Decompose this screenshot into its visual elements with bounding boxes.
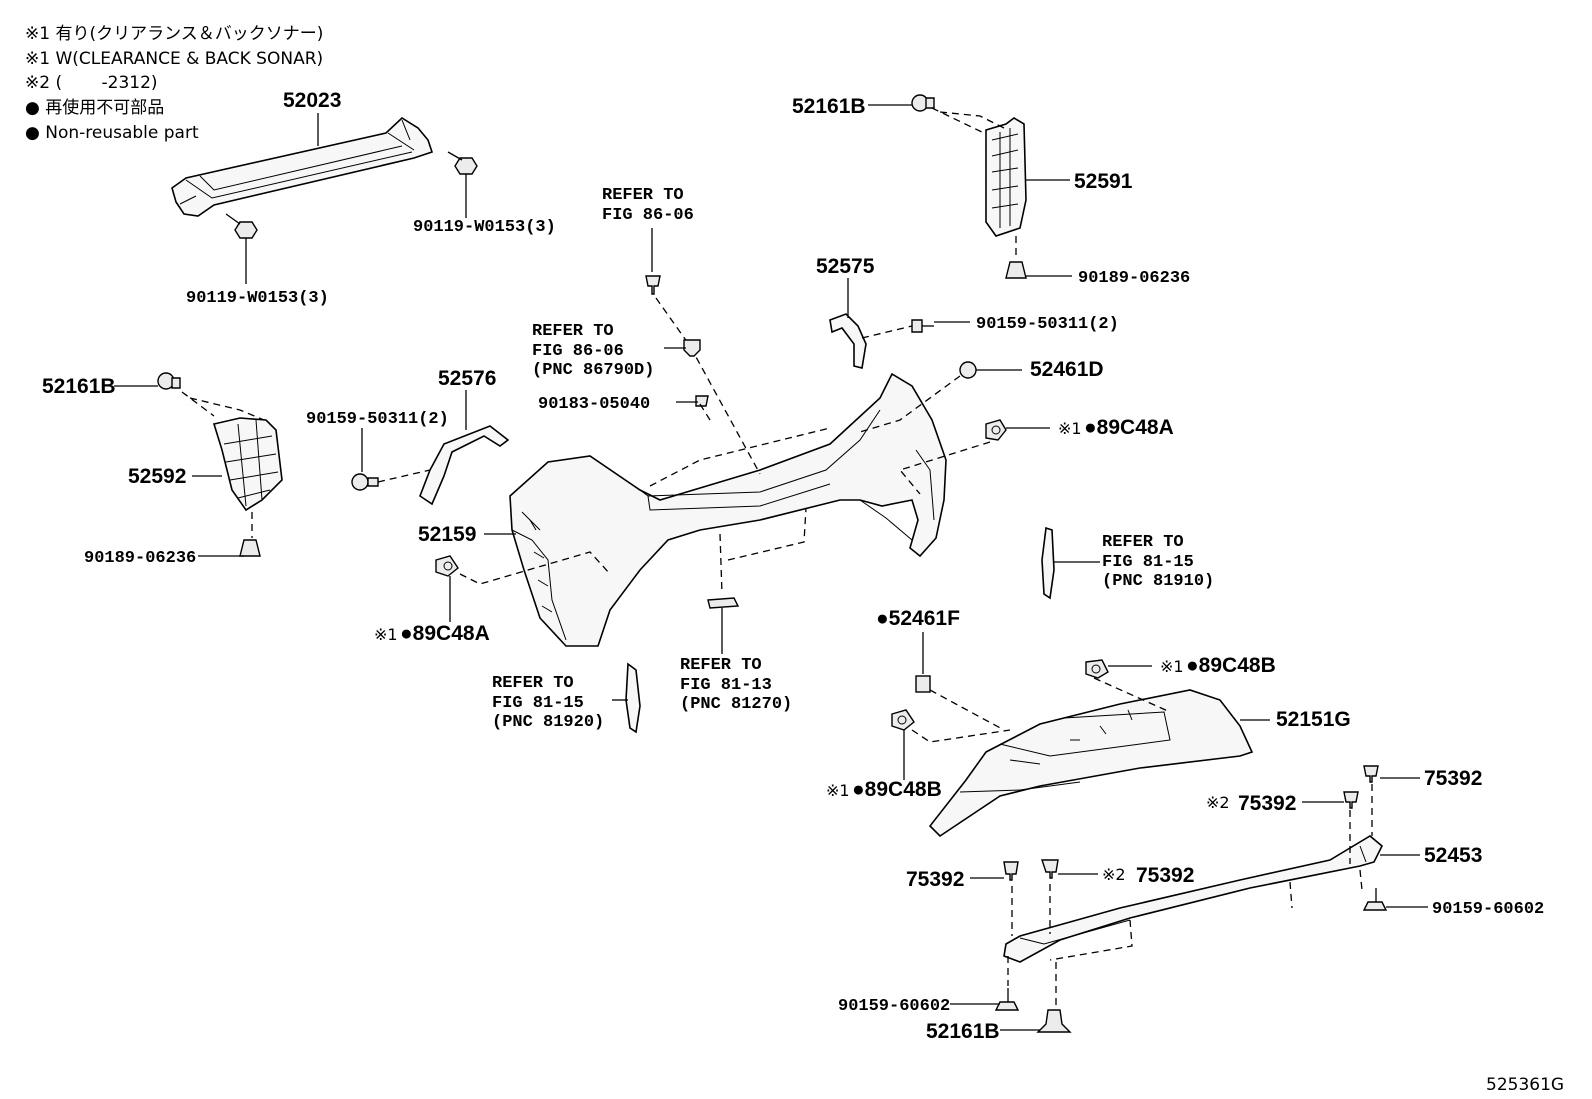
label-52159: 52159	[418, 523, 476, 546]
mark-2-75392-right: ※2	[1206, 793, 1230, 812]
ref-top-line-1: REFER TO	[602, 186, 684, 205]
mark-1-89C48A-left: ※1	[374, 625, 398, 644]
bracket-52575[interactable]	[829, 313, 867, 369]
note-line-3: ※2 ( -2312)	[25, 73, 158, 93]
clip-75392-left-a[interactable]	[1003, 861, 1019, 881]
refer-block-mid[interactable]: REFER TO FIG 81-13 (PNC 81270)	[680, 656, 792, 714]
screw-90159-50311-right[interactable]	[911, 319, 934, 333]
ref-mid-line-1: REFER TO	[680, 656, 762, 675]
label-75392-right-top: 75392	[1424, 767, 1482, 790]
figure-id: 525361G	[1486, 1075, 1564, 1095]
ref-top-line-2: FIG 86-06	[602, 206, 694, 225]
lower-cover-52151G[interactable]	[928, 689, 1254, 838]
cushion-52461D[interactable]	[959, 361, 977, 379]
mark-1-89C48B-right: ※1	[1160, 657, 1184, 676]
refer-block-left[interactable]: REFER TO FIG 81-15 (PNC 81920)	[492, 674, 604, 732]
label-75392-right-mid: 75392	[1238, 792, 1296, 815]
mark-1-89C48A-right: ※1	[1058, 419, 1082, 438]
clip-refer-86-06-top[interactable]	[645, 275, 661, 295]
ref-mid-line-3: (PNC 81270)	[680, 695, 792, 714]
ref-clip-line-3: (PNC 86790D)	[532, 361, 654, 380]
label-90159-60602-left: 90159-60602	[838, 997, 950, 1016]
ref-clip-line-1: REFER TO	[532, 322, 614, 341]
label-52576: 52576	[438, 367, 496, 390]
label-89C48A-right: ●89C48A	[1084, 416, 1174, 439]
refer-block-clip[interactable]: REFER TO FIG 86-06 (PNC 86790D)	[532, 322, 654, 380]
screw-52161B-top-right[interactable]	[911, 94, 935, 112]
label-52161B-top-right: 52161B	[792, 95, 866, 118]
reflector-right-81910[interactable]	[1041, 526, 1055, 600]
bolt-90119-left[interactable]	[225, 213, 258, 239]
sonar-holder-89C48B-right[interactable]	[1085, 659, 1109, 679]
bolt-90119-right[interactable]	[447, 151, 478, 175]
note-line-1: ※1 有り(クリアランス＆バックソナー)	[25, 24, 324, 44]
label-90189-left: 90189-06236	[84, 549, 196, 568]
refer-block-right[interactable]: REFER TO FIG 81-15 (PNC 81910)	[1102, 533, 1214, 591]
label-75392-left-a: 75392	[906, 868, 964, 891]
bolt-90159-60602-left[interactable]	[994, 988, 1020, 1011]
clip-75392-left-b[interactable]	[1041, 859, 1059, 879]
label-75392-left-b: 75392	[1136, 864, 1194, 887]
label-52161B-left: 52161B	[42, 375, 116, 398]
mark-2-75392-left: ※2	[1102, 865, 1126, 884]
ref-left-line-3: (PNC 81920)	[492, 713, 604, 732]
screw-52161B-left[interactable]	[157, 372, 181, 390]
ref-right-line-1: REFER TO	[1102, 533, 1184, 552]
reflector-left-81920[interactable]	[625, 662, 641, 734]
label-90159-50311-right: 90159-50311(2)	[976, 315, 1119, 334]
note-line-4: ● 再使用不可部品	[25, 98, 165, 118]
mark-1-89C48B-left: ※1	[826, 781, 850, 800]
label-90119-left: 90119-W0153(3)	[186, 289, 329, 308]
label-52161B-bottom: 52161B	[926, 1020, 1000, 1043]
spoiler-52453[interactable]	[1003, 835, 1383, 963]
screw-52161B-bottom[interactable]	[1036, 1009, 1072, 1033]
label-89C48A-left: ●89C48A	[400, 622, 490, 645]
note-line-2: ※1 W(CLEARANCE & BACK SONAR)	[25, 49, 324, 69]
label-89C48B-right: ●89C48B	[1186, 654, 1276, 677]
label-52151G: 52151G	[1276, 708, 1351, 731]
ref-mid-line-2: FIG 81-13	[680, 676, 772, 695]
label-90159-50311-left: 90159-50311(2)	[306, 410, 449, 429]
bolt-90159-60602-right[interactable]	[1362, 888, 1388, 911]
bumper-cover-52159[interactable]	[509, 372, 947, 647]
clip-75392-right-mid[interactable]	[1343, 791, 1359, 809]
clip-90183-05040[interactable]	[695, 395, 709, 407]
nut-90189-right[interactable]	[1005, 261, 1027, 279]
label-90159-60602-right: 90159-60602	[1432, 900, 1544, 919]
ref-left-line-1: REFER TO	[492, 674, 574, 693]
bracket-52576[interactable]	[419, 425, 510, 506]
retainer-52591[interactable]	[985, 117, 1027, 237]
screw-90159-50311-left[interactable]	[351, 473, 379, 491]
label-52575: 52575	[816, 255, 875, 278]
cushion-52461F[interactable]	[915, 675, 931, 693]
clip-75392-right-top[interactable]	[1363, 765, 1379, 783]
label-89C48B-left: ●89C48B	[852, 778, 942, 801]
label-52592: 52592	[128, 465, 186, 488]
label-52591: 52591	[1074, 170, 1133, 193]
ref-left-line-2: FIG 81-15	[492, 694, 584, 713]
ref-clip-line-2: FIG 86-06	[532, 342, 624, 361]
note-line-5: ● Non-reusable part	[25, 123, 199, 143]
label-90119-right: 90119-W0153(3)	[413, 218, 556, 237]
refer-block-top[interactable]: REFER TO FIG 86-06	[602, 186, 694, 225]
retainer-52592[interactable]	[212, 417, 283, 512]
part-81270[interactable]	[707, 597, 740, 609]
clip-86790D[interactable]	[683, 339, 701, 357]
label-52461D: 52461D	[1030, 358, 1104, 381]
ref-right-line-3: (PNC 81910)	[1102, 572, 1214, 591]
reinforcement-52023[interactable]	[171, 116, 434, 217]
label-90183-05040: 90183-05040	[538, 395, 650, 414]
sonar-holder-89C48B-left[interactable]	[891, 709, 915, 731]
sonar-holder-89C48A-left[interactable]	[435, 555, 459, 577]
nut-90189-left[interactable]	[239, 539, 261, 557]
sonar-holder-89C48A-right[interactable]	[985, 419, 1007, 441]
label-52023: 52023	[283, 89, 341, 112]
label-90189-right: 90189-06236	[1078, 269, 1190, 288]
label-52461F: ●52461F	[876, 607, 960, 630]
ref-right-line-2: FIG 81-15	[1102, 553, 1194, 572]
label-52453: 52453	[1424, 844, 1482, 867]
